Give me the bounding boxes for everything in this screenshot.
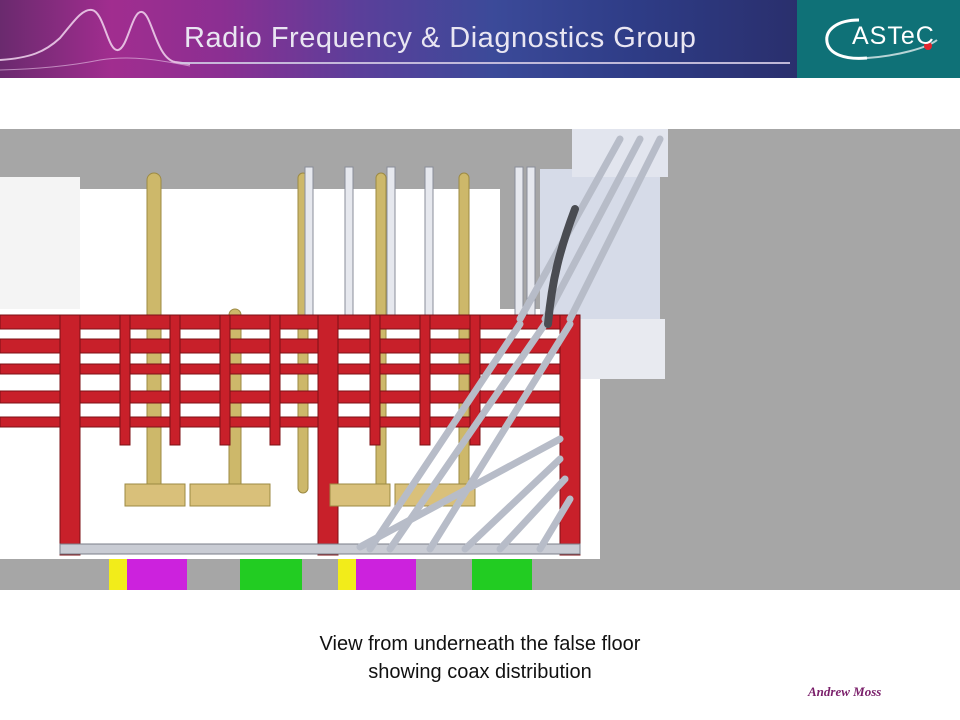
- logo-text: ASTeC: [852, 22, 935, 50]
- logo-swoosh-icon: [825, 18, 938, 60]
- header-banner: Radio Frequency & Diagnostics Group: [0, 0, 797, 78]
- title-underline: [180, 62, 790, 64]
- logo-panel: [797, 0, 960, 78]
- waveform-graphic: [0, 8, 191, 71]
- page-title: Radio Frequency & Diagnostics Group: [184, 22, 697, 54]
- cad-render-image: [0, 129, 960, 590]
- author-name: Andrew Moss: [808, 684, 882, 699]
- figure-caption: View from underneath the false floor sho…: [240, 630, 720, 686]
- caption-line-2: showing coax distribution: [368, 661, 592, 683]
- caption-line-1: View from underneath the false floor: [319, 633, 641, 655]
